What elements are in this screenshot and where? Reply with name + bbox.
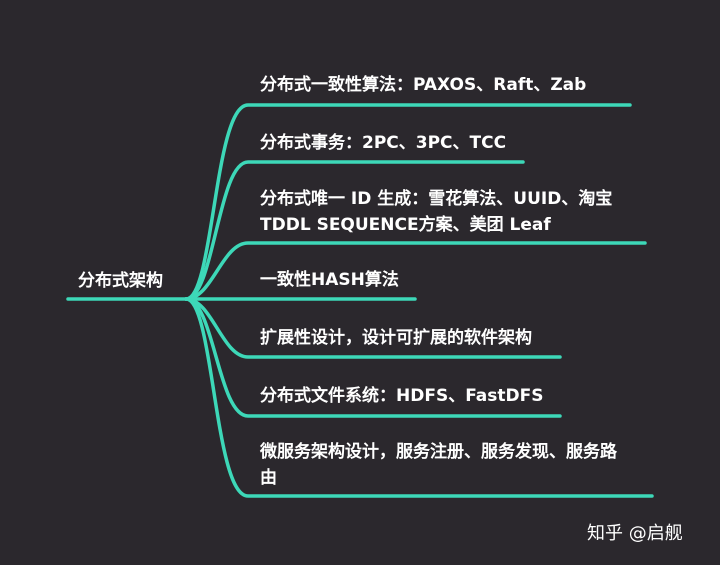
root-node-label: 分布式架构 (78, 271, 163, 291)
branch-link-7 (184, 297, 654, 498)
branch-label-transactions: 分布式事务：2PC、3PC、TCC (260, 133, 507, 153)
branch-link-1 (184, 103, 632, 301)
branch-label-scalability: 扩展性设计，设计可扩展的软件架构 (260, 328, 532, 348)
branch-link-6 (184, 297, 562, 418)
branch-link-3 (184, 241, 647, 301)
branch-label-consistent-hash: 一致性HASH算法 (260, 270, 399, 290)
branch-link-2 (184, 160, 525, 301)
watermark-text: 知乎 @启舰 (587, 523, 683, 544)
branch-label-file-systems: 分布式文件系统：HDFS、FastDFS (260, 386, 544, 406)
branch-label-consensus: 分布式一致性算法：PAXOS、Raft、Zab (260, 75, 587, 95)
branch-label-unique-id: 分布式唯一 ID 生成：雪花算法、UUID、淘宝 TDDL SEQUENCE方案… (260, 189, 613, 235)
branch-label-microservices: 微服务架构设计，服务注册、服务发现、服务路 由 (260, 442, 617, 488)
